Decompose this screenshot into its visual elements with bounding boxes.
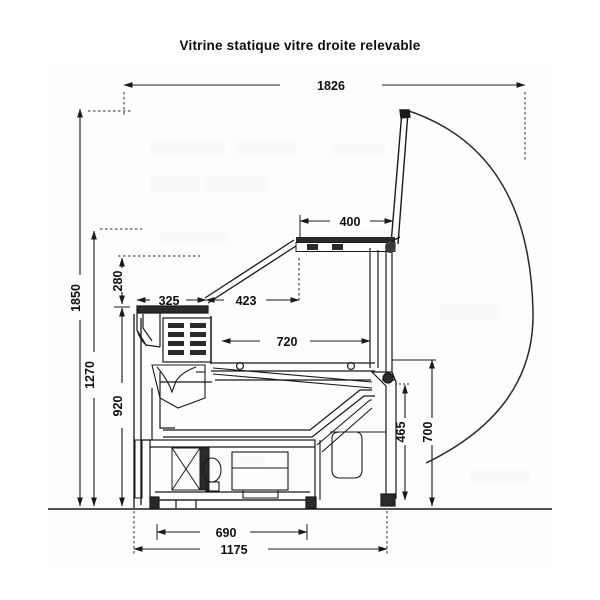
dim-400 — [299, 215, 394, 239]
evaporator-grille — [162, 316, 212, 364]
drawing-field — [48, 66, 552, 566]
dim-1826-label: 1826 — [317, 79, 345, 93]
hinge-block-2 — [332, 244, 343, 250]
dim-1270-label: 1270 — [83, 361, 97, 389]
rear-vertical-post — [369, 248, 393, 378]
glass-swing-arc — [405, 109, 534, 464]
dim-423 — [205, 258, 300, 303]
base-feet — [149, 496, 317, 509]
extension-lines-bottom — [133, 511, 388, 556]
page-title: Vitrine statique vitre droite relevable — [179, 38, 421, 53]
compressor-unit — [202, 457, 222, 492]
display-well — [151, 372, 375, 440]
dim-423-label: 423 — [236, 294, 257, 308]
dim-465-label: 465 — [394, 422, 408, 443]
dim-720-label: 720 — [277, 335, 298, 349]
left-trim — [134, 439, 143, 499]
rear-canopy — [136, 305, 209, 348]
glass-support-strut — [212, 367, 373, 389]
control-box — [231, 451, 289, 499]
top-glass-rail — [295, 236, 401, 253]
extension-lines-top — [123, 92, 526, 160]
condenser-coil — [171, 447, 210, 491]
relevable-glass-panel — [390, 109, 411, 245]
dim-690-label: 690 — [216, 526, 237, 540]
dim-700 — [392, 359, 436, 507]
dim-325-label: 325 — [159, 294, 180, 308]
dim-1175-label: 1175 — [220, 543, 247, 557]
dim-280-label: 280 — [111, 271, 125, 292]
air-deflector — [151, 364, 206, 409]
hinge-block-1 — [307, 244, 318, 250]
dim-690 — [156, 524, 308, 540]
dim-920-label: 920 — [111, 396, 125, 417]
inclined-front-glass — [204, 239, 297, 304]
dim-700-label: 700 — [421, 422, 435, 443]
pivot-hinge — [385, 241, 395, 253]
dim-400-label: 400 — [340, 215, 361, 229]
rear-lower-bracket — [370, 371, 397, 507]
extension-lines-dashed — [88, 110, 200, 257]
dim-1850-label: 1850 — [69, 284, 83, 312]
